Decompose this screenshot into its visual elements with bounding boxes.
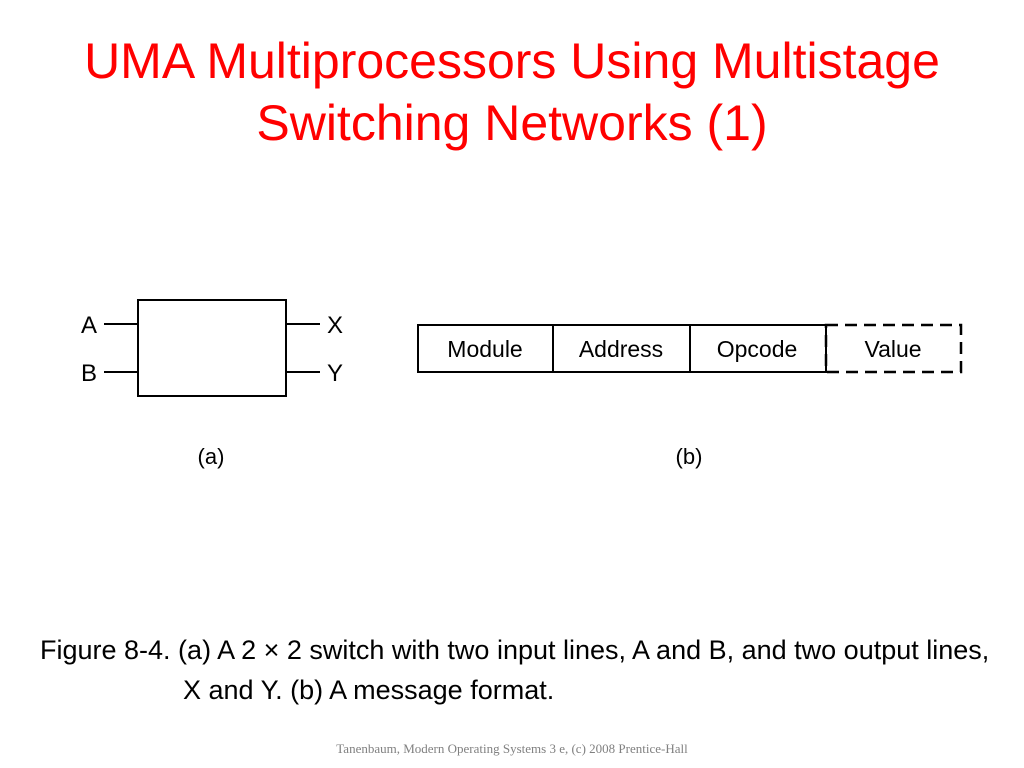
copyright-footer: Tanenbaum, Modern Operating Systems 3 e,… bbox=[336, 741, 688, 756]
output-label-y: Y bbox=[327, 360, 343, 387]
figure-caption: Figure 8-4. (a) A 2 × 2 switch with two … bbox=[40, 635, 990, 705]
slide-title-line-2: Switching Networks (1) bbox=[256, 95, 768, 151]
message-field-module-label: Module bbox=[447, 336, 522, 362]
figure-diagram: A B X Y (a) Module Address Opcode Value … bbox=[81, 299, 963, 469]
message-field-opcode bbox=[689, 324, 827, 373]
message-field-address-label: Address bbox=[579, 336, 663, 362]
message-format-diagram: Module Address Opcode Value (b) bbox=[417, 323, 963, 469]
slide-title: UMA Multiprocessors Using Multistage Swi… bbox=[0, 30, 1024, 154]
output-label-x: X bbox=[327, 312, 343, 339]
message-field-value bbox=[824, 323, 963, 374]
switch-box bbox=[137, 299, 287, 397]
slide-title-line-1: UMA Multiprocessors Using Multistage bbox=[84, 33, 940, 89]
input-label-a: A bbox=[81, 312, 97, 339]
message-field-value-label: Value bbox=[864, 336, 921, 362]
figure-label-b: (b) bbox=[676, 444, 703, 469]
message-field-opcode-label: Opcode bbox=[717, 336, 798, 362]
figure-label-a: (a) bbox=[198, 444, 225, 469]
switch-diagram: A B X Y (a) bbox=[81, 299, 343, 469]
input-label-b: B bbox=[81, 360, 97, 387]
